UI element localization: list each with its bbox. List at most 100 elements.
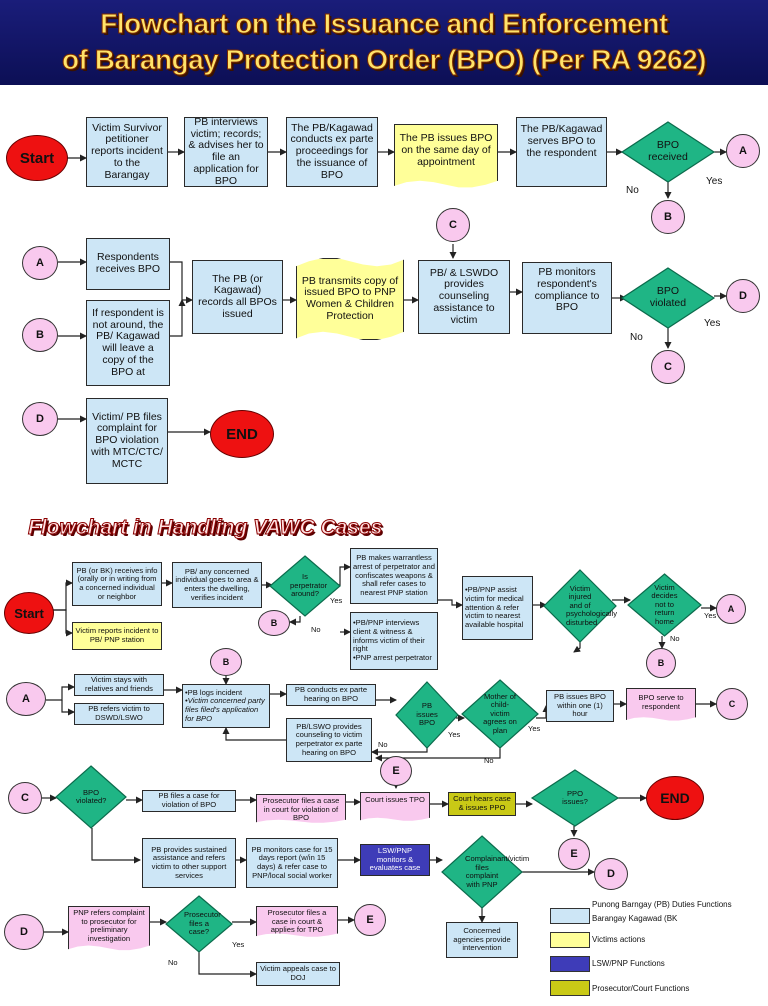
vawc-step-lsw-monitors: LSW/PNP monitors & evaluates case bbox=[360, 844, 430, 876]
vawc-step-prosecutor-applies-tpo: Prosecutor files a case in court & appli… bbox=[256, 906, 338, 937]
vawc-step-log-incident-line1: •PB logs incident bbox=[185, 687, 243, 697]
legend-court-label: Prosecutor/Court Functions bbox=[592, 984, 690, 993]
bpo-row2-connector-b: B bbox=[22, 318, 58, 352]
vawc-connector-b-3: B bbox=[210, 648, 242, 676]
legend-court-swatch bbox=[550, 980, 590, 996]
vawc-step-log-incident: •PB logs incident •Victim concerned part… bbox=[182, 684, 270, 728]
vawc-decision-mother-agrees: Mother of child-victim agrees on plan bbox=[461, 679, 539, 749]
legend: Punong Barngay (PB) Duties Functions Bar… bbox=[550, 896, 764, 1002]
vawc-step-medical-attention: •PB/PNP assist victim for medical attent… bbox=[462, 576, 533, 640]
vawc-connector-a-1: A bbox=[716, 594, 746, 624]
bpo-decision-received: BPO received bbox=[620, 121, 716, 183]
vawc-d9-no: No bbox=[168, 958, 178, 967]
bpo-connector-c-bottom: C bbox=[651, 350, 685, 384]
vawc-step-appeal-doj: Victim appeals case to DOJ bbox=[256, 962, 340, 986]
vawc-decision-ppo-issues: PPO issues? bbox=[530, 769, 620, 827]
vawc-step-log-incident-line2: •Victim concerned party files filed's ap… bbox=[185, 696, 265, 723]
bpo-step-respondent-receives: Respondents receives BPO bbox=[86, 238, 170, 290]
vawc-connector-a-2: A bbox=[6, 682, 46, 716]
vawc-decision-pb-issues-bpo: PB issues BPO bbox=[395, 681, 459, 749]
vawc-step-interview-client: •PB/PNP interviews client & witness & in… bbox=[350, 612, 438, 670]
vawc-d9-yes: Yes bbox=[232, 940, 245, 949]
bpo-step-transmit-pnp: PB transmits copy of issued BPO to PNP W… bbox=[296, 258, 404, 340]
bpo-connector-b: B bbox=[651, 200, 685, 234]
legend-lsw-swatch bbox=[550, 956, 590, 972]
vawc-d3-no: No bbox=[670, 634, 680, 643]
vawc-decision-perpetrator-around-label: Is perpetrator around? bbox=[290, 572, 328, 599]
vawc-decision-prosecutor-files-label: Prosecutor files a case? bbox=[184, 910, 221, 937]
vawc-step-lswo-counseling: PB/LSWO provides counseling to victim pe… bbox=[286, 718, 372, 762]
vawc-decision-perpetrator-around: Is perpetrator around? bbox=[269, 555, 341, 617]
legend-pb-label: Punong Barngay (PB) Duties Functions bbox=[592, 900, 732, 909]
bpo-decision-received-label: BPO received bbox=[648, 139, 688, 163]
bpo-start-label: Start bbox=[19, 149, 55, 167]
bpo-end: END bbox=[210, 410, 274, 458]
title-banner: Flowchart on the Issuance and Enforcemen… bbox=[0, 0, 768, 85]
vawc-connector-d-1: D bbox=[594, 858, 628, 890]
bpo-step-ex-parte: The PB/Kagawad conducts ex parte proceed… bbox=[286, 117, 378, 187]
vawc-step-court-hears-case: Court hears case & issues PPO bbox=[448, 792, 516, 816]
title-line-1: Flowchart on the Issuance and Enforcemen… bbox=[100, 8, 669, 40]
bpo-step-leave-copy: If respondent is not around, the PB/ Kag… bbox=[86, 300, 170, 386]
vawc-decision-bpo-violated: BPO violated? bbox=[55, 765, 127, 829]
legend-bk-label: Barangay Kagawad (BK bbox=[592, 914, 678, 923]
bpo-decision-violated: BPO violated bbox=[620, 267, 716, 329]
vawc-connector-e-3: E bbox=[354, 904, 386, 936]
vawc-step-receive-info: PB (or BK) receives info (orally or in w… bbox=[72, 562, 162, 606]
vawc-step-ex-parte: PB conducts ex parte hearing on BPO bbox=[286, 684, 376, 706]
vawc-step-victim-reports: Victim reports incident to PB/ PNP stati… bbox=[72, 622, 162, 650]
vawc-step-agencies-intervention: Concerned agencies provide intervention bbox=[446, 922, 518, 958]
bpo-connector-d: D bbox=[726, 279, 760, 313]
vawc-connector-b-1: B bbox=[258, 610, 290, 636]
vawc-decision-mother-agrees-label: Mother of child-victim agrees on plan bbox=[483, 691, 517, 735]
bpo-yes-label: Yes bbox=[706, 176, 723, 187]
vawc-step-serve-respondent: BPO serve to respondent bbox=[626, 688, 696, 721]
vawc-step-sustained-assistance: PB provides sustained assistance and ref… bbox=[142, 838, 236, 888]
vawc-connector-b-2: B bbox=[646, 648, 676, 678]
vawc-decision-pb-issues-bpo-label: PB issues BPO bbox=[416, 701, 438, 728]
vawc-connector-c-1: C bbox=[716, 688, 748, 720]
legend-lsw-label: LSW/PNP Functions bbox=[592, 959, 665, 968]
title-line-2: of Barangay Protection Order (BPO) (Per … bbox=[61, 44, 707, 76]
vawc-step-stays-relatives: Victim stays with relatives and friends bbox=[74, 674, 164, 696]
vawc-decision-files-complaint-label: Complainant/victim files complaint with … bbox=[465, 854, 530, 889]
vawc-step-prosecutor-files: Prosecutor files a case in court for vio… bbox=[256, 794, 346, 823]
vawc-start-label: Start bbox=[14, 605, 44, 621]
vawc-decision-ppo-issues-label: PPO issues? bbox=[562, 788, 588, 806]
bpo-step-serve-bpo: The PB/Kagawad serves BPO to the respond… bbox=[516, 117, 607, 187]
vawc-decision-prosecutor-files: Prosecutor files a case? bbox=[165, 895, 233, 953]
vawc-title: Flowchart in Handling VAWC Cases bbox=[27, 516, 383, 540]
vawc-decision-not-return-home: Victim decides not to return home bbox=[627, 573, 702, 637]
vawc-decision-bpo-violated-label: BPO violated? bbox=[76, 787, 107, 805]
bpo-violated-yes-label: Yes bbox=[704, 318, 721, 329]
vawc-d4-no: No bbox=[378, 740, 388, 749]
bpo-row2-connector-a: A bbox=[22, 246, 58, 280]
bpo-step-monitor-compliance: PB monitors respondent's compliance to B… bbox=[522, 262, 612, 334]
vawc-step-warrantless-arrest: PB makes warrantless arrest of perpetrat… bbox=[350, 548, 438, 604]
bpo-start: Start bbox=[6, 135, 68, 181]
bpo-no-label: No bbox=[626, 185, 639, 196]
vawc-step-monitor-15-days: PB monitors case for 15 days report (w/i… bbox=[246, 838, 338, 888]
vawc-end: END bbox=[646, 776, 704, 820]
bpo-row3-connector-d: D bbox=[22, 402, 58, 436]
vawc-d1-yes: Yes bbox=[330, 596, 343, 605]
vawc-d4-yes: Yes bbox=[448, 730, 461, 739]
bpo-step-record-bpos: The PB (or Kagawad) records all BPOs iss… bbox=[192, 260, 283, 334]
vawc-step-court-issues-tpo: Court issues TPO bbox=[360, 792, 430, 821]
bpo-step-file-complaint: Victim/ PB files complaint for BPO viola… bbox=[86, 398, 168, 484]
vawc-connector-e-1: E bbox=[380, 756, 412, 786]
vawc-connector-e-2: E bbox=[558, 838, 590, 870]
vawc-decision-victim-injured: Victim injured and of psychologically di… bbox=[543, 569, 617, 643]
vawc-decision-files-complaint: Complainant/victim files complaint with … bbox=[441, 835, 530, 909]
vawc-step-file-case: PB files a case for violation of BPO bbox=[142, 790, 236, 812]
vawc-d1-no: No bbox=[311, 625, 321, 634]
legend-pb-swatch bbox=[550, 908, 590, 924]
vawc-connector-c-2: C bbox=[8, 782, 42, 814]
bpo-step-report-incident: Victim Survivor petitioner reports incid… bbox=[86, 117, 168, 187]
bpo-step-issue-bpo: The PB issues BPO on the same day of app… bbox=[394, 124, 498, 188]
vawc-d5-no: No bbox=[484, 756, 494, 765]
bpo-connector-c-top: C bbox=[436, 208, 470, 242]
legend-victim-swatch bbox=[550, 932, 590, 948]
vawc-d5-yes: Yes bbox=[528, 724, 541, 733]
